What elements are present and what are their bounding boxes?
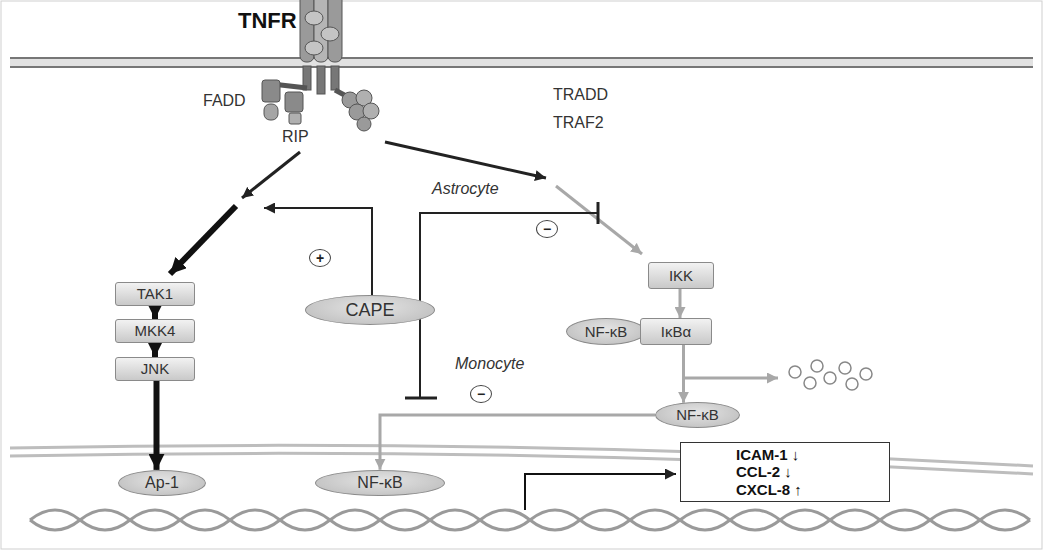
- text-label: TRADD: [553, 86, 608, 104]
- pathway-arrow: [679, 289, 682, 318]
- node-text: IκBα: [661, 323, 691, 340]
- node-text: +: [316, 250, 324, 266]
- text-label: TNFR: [238, 8, 297, 33]
- node-text: ICAM-1 ↓: [736, 446, 799, 463]
- process-box: MKK4: [115, 319, 195, 343]
- node-text: CAPE: [345, 300, 394, 321]
- node-text: Ap-1: [145, 474, 179, 492]
- protein-ellipse: CAPE: [305, 295, 435, 325]
- sign-circle: +: [309, 249, 331, 267]
- pathway-arrow: [152, 343, 158, 357]
- signal-arrow: [385, 142, 546, 178]
- text-label: Monocyte: [455, 355, 524, 373]
- node-text: NF-κB: [585, 323, 628, 340]
- node-text: −: [543, 221, 551, 237]
- signal-arrow: [242, 152, 300, 198]
- process-box: IKK: [648, 262, 714, 289]
- inhibition-line: [420, 213, 598, 308]
- text-label: TRAF2: [553, 114, 604, 132]
- process-box: JNK: [115, 357, 195, 381]
- signal-arrow: [556, 186, 642, 254]
- node-text: CCL-2 ↓: [736, 463, 792, 480]
- protein-ellipse: NF-κB: [655, 402, 740, 428]
- cell-membrane: [10, 58, 1033, 67]
- protein-ellipse: NF-κB: [566, 318, 646, 345]
- sign-circle: −: [470, 385, 492, 403]
- text-label: FADD: [203, 92, 246, 110]
- node-text: NF-κB: [676, 406, 719, 423]
- transcription-arrow: [525, 474, 676, 510]
- process-box: TAK1: [115, 282, 195, 306]
- degraded-fragments: [789, 360, 872, 390]
- pathway-arrow: [682, 345, 685, 403]
- inhibition-bar: [597, 202, 600, 224]
- node-text: −: [477, 386, 485, 402]
- node-text: TAK1: [137, 285, 173, 302]
- node-text: NF-κB: [357, 474, 402, 492]
- text-label: Astrocyte: [432, 180, 499, 198]
- protein-ellipse: Ap-1: [118, 470, 206, 496]
- dna-helix: [30, 510, 1030, 530]
- pathway-arrow: [380, 415, 655, 470]
- signal-arrow: [170, 206, 236, 274]
- pathway-arrow: [152, 306, 158, 319]
- protein-ellipse: NF-κB: [315, 470, 445, 496]
- activation-line: [264, 208, 372, 308]
- pathway-arrow: [154, 381, 160, 470]
- degradation-arrow: [684, 377, 778, 380]
- inhibition-bar: [405, 397, 437, 400]
- node-text: MKK4: [135, 322, 176, 339]
- sign-circle: −: [536, 220, 558, 238]
- node-text: JNK: [141, 360, 169, 377]
- process-box: IκBα: [640, 318, 712, 345]
- text-label: RIP: [282, 128, 309, 146]
- node-text: IKK: [669, 267, 693, 284]
- gene-box: ICAM-1 ↓CCL-2 ↓CXCL-8 ↑: [680, 442, 890, 502]
- inhibition-line: [419, 310, 421, 398]
- node-text: CXCL-8 ↑: [736, 481, 802, 498]
